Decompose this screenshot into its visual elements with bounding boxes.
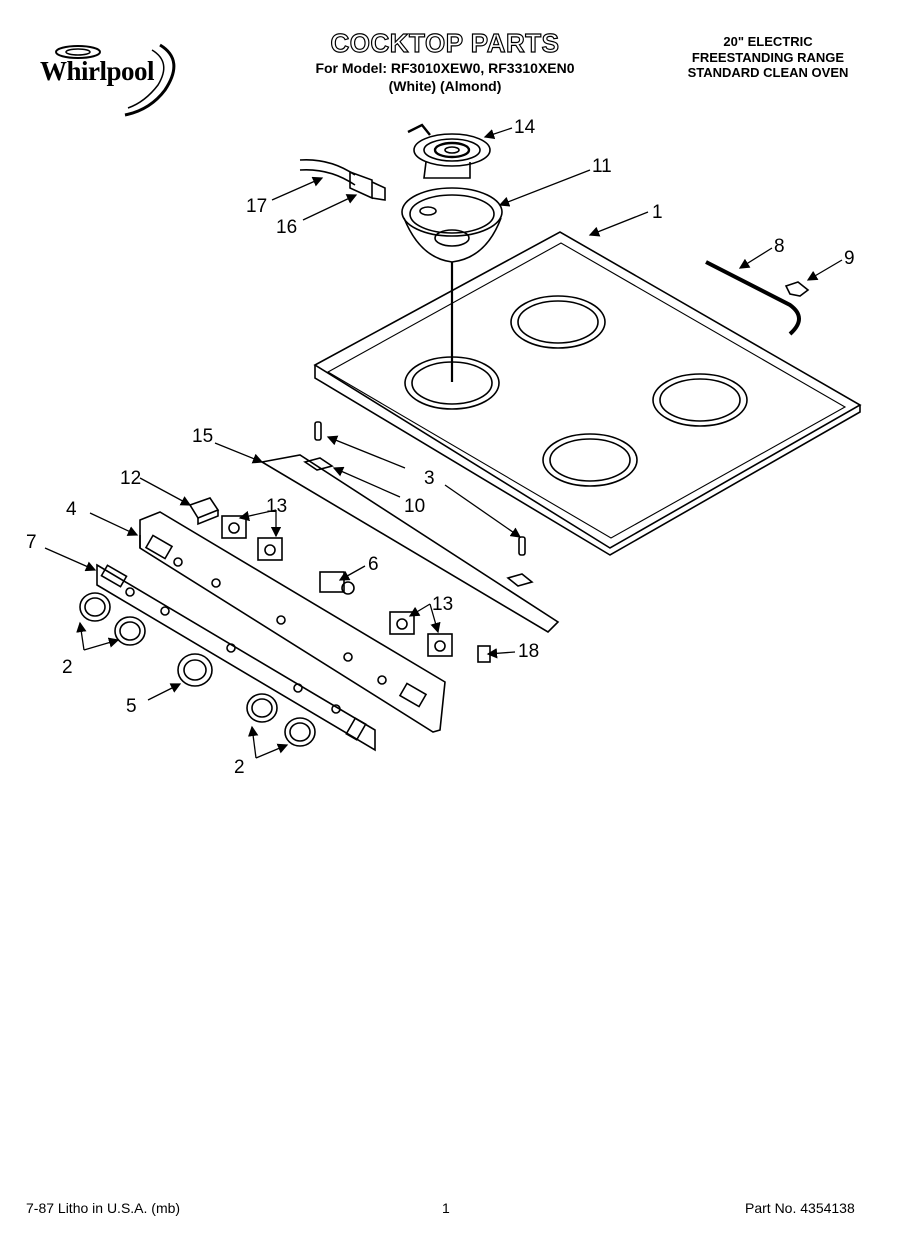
- callout-4: 4: [66, 499, 77, 520]
- control-knob[interactable]: [114, 616, 146, 646]
- callout-16: 16: [276, 217, 297, 238]
- trim-strip: [259, 454, 560, 634]
- infinite-switch: [257, 537, 283, 561]
- selector-knob[interactable]: [177, 653, 213, 687]
- callout-13: 13: [266, 496, 287, 517]
- callout-6: 6: [368, 554, 379, 575]
- terminal-block: [188, 497, 220, 526]
- brand-name: Whirlpool: [40, 56, 155, 86]
- callout-11: 11: [592, 156, 612, 177]
- callout-5: 5: [126, 696, 137, 717]
- infinite-switch: [427, 633, 453, 657]
- callout-9: 9: [844, 248, 855, 269]
- callout-13: 13: [432, 594, 453, 615]
- back-plate: [96, 563, 376, 752]
- page-title: COCKTOP PARTS: [330, 27, 560, 58]
- callout-3: 3: [424, 468, 435, 489]
- callout-15: 15: [192, 426, 213, 447]
- infinite-switch: [221, 515, 247, 539]
- clip: [303, 457, 334, 471]
- page-number: 1: [442, 1200, 450, 1216]
- spec-line-3: STANDARD CLEAN OVEN: [687, 65, 849, 80]
- control-knob[interactable]: [246, 693, 278, 723]
- control-knob[interactable]: [79, 592, 111, 622]
- callout-10: 10: [404, 496, 425, 517]
- clip: [506, 573, 534, 587]
- control-panel: [139, 511, 446, 733]
- bracket: [784, 281, 810, 297]
- callout-18: 18: [518, 641, 539, 662]
- drip-bowl: [401, 187, 503, 263]
- callout-2: 2: [62, 657, 73, 678]
- selector-switch: [319, 571, 355, 595]
- infinite-switch: [389, 611, 415, 635]
- spec-line-2: FREESTANDING RANGE: [691, 50, 845, 65]
- callout-8: 8: [774, 236, 785, 257]
- callout-14: 14: [514, 117, 536, 138]
- callout-2: 2: [234, 757, 245, 778]
- spec-line-1: 20" ELECTRIC: [723, 34, 813, 49]
- whirlpool-logo-icon: [55, 43, 176, 117]
- variant-line: (White) (Almond): [388, 78, 502, 94]
- part-number: Part No. 4354138: [745, 1200, 855, 1216]
- surface-element: [407, 123, 491, 179]
- callout-12: 12: [120, 468, 141, 489]
- screw: [314, 421, 322, 441]
- callout-7: 7: [26, 532, 37, 553]
- callout-1: 1: [652, 202, 663, 223]
- model-line: For Model: RF3010XEW0, RF3310XEN0: [315, 60, 575, 76]
- callout-17: 17: [246, 196, 267, 217]
- rod: [705, 260, 801, 336]
- litho-note: 7-87 Litho in U.S.A. (mb): [26, 1200, 181, 1216]
- wire-harness: [299, 158, 386, 201]
- control-knob[interactable]: [284, 717, 316, 747]
- screw: [518, 536, 526, 556]
- cooktop-panel: [313, 231, 862, 556]
